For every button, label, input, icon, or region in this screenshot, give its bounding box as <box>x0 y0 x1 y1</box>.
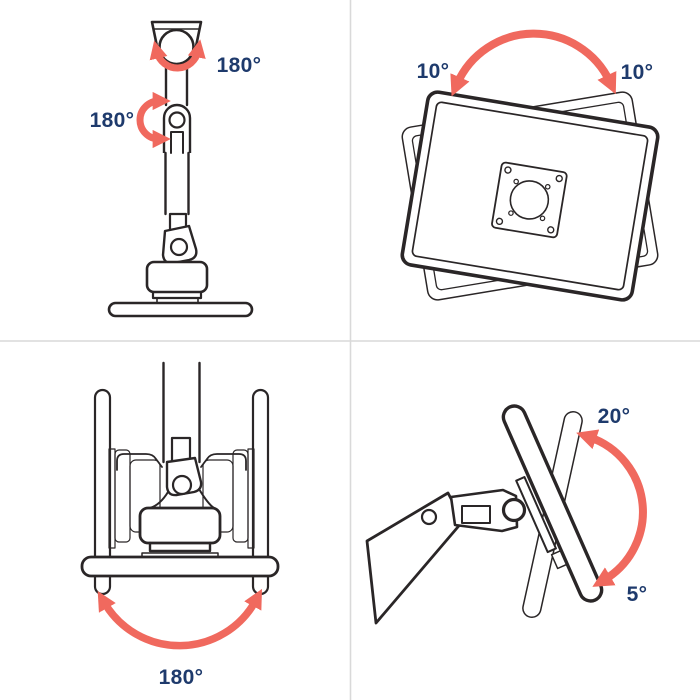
vesa-screw-hole <box>547 226 555 234</box>
desk-base-foot <box>107 301 254 318</box>
elbow-pivot <box>168 111 186 129</box>
tilt-back-label: 20° <box>597 405 631 428</box>
shoulder-ledge-left <box>116 453 163 471</box>
vesa-bracket-strip <box>515 476 557 554</box>
tilt-forward-label: 5° <box>626 583 648 606</box>
swivel-rotation-arrow <box>97 588 263 650</box>
vesa-plate <box>491 161 568 239</box>
pivot-left-label: 10° <box>416 60 450 83</box>
shoulder-rotation-label: 180° <box>216 54 262 77</box>
elbow-notch <box>170 131 184 154</box>
vesa-screw-hole <box>555 174 563 183</box>
swivel-pivot <box>171 474 193 496</box>
arm-fold-illustration <box>107 20 254 318</box>
elbow-rotation-label: 180° <box>89 109 135 132</box>
tilt-clevis-fork <box>461 505 491 524</box>
clevis-fairing-left <box>149 491 169 509</box>
vesa-screw-hole-inner <box>539 215 546 222</box>
shoulder-ledge-right <box>200 453 247 471</box>
screen-pivot-illustration <box>400 29 660 302</box>
extension-arm <box>365 491 465 625</box>
screen-tilt-illustration <box>365 404 647 625</box>
vesa-screw-hole-inner <box>513 178 519 185</box>
base-swivel-illustration <box>80 361 280 650</box>
swivel-body <box>138 506 222 545</box>
arm-cable-hole <box>420 508 438 526</box>
vesa-screw-hole-inner <box>544 183 551 190</box>
base-pivot <box>169 237 189 257</box>
vesa-screw-hole <box>495 217 504 226</box>
pivot-right-label: 10° <box>620 61 654 84</box>
elbow-rotation-arrow <box>136 91 171 149</box>
swivel-body-step <box>148 541 212 553</box>
monitor-bezel <box>411 101 649 291</box>
pivot-rotation-arrow <box>450 29 617 97</box>
clevis-fairing-right <box>198 488 215 509</box>
shoulder-rotation-arrow <box>149 39 206 72</box>
tilt-pivot <box>501 497 527 523</box>
monitor-back-outline <box>400 90 660 302</box>
vesa-center-hole <box>509 180 550 220</box>
arm-head-ball-joint <box>158 28 195 66</box>
swivel-rotation-label: 180° <box>158 666 204 689</box>
tilt-range-arrow <box>576 429 647 587</box>
vesa-screw-hole <box>504 166 512 174</box>
base-crossbar <box>80 555 280 578</box>
vesa-screw-hole-inner <box>508 210 514 216</box>
base-body <box>145 260 209 294</box>
